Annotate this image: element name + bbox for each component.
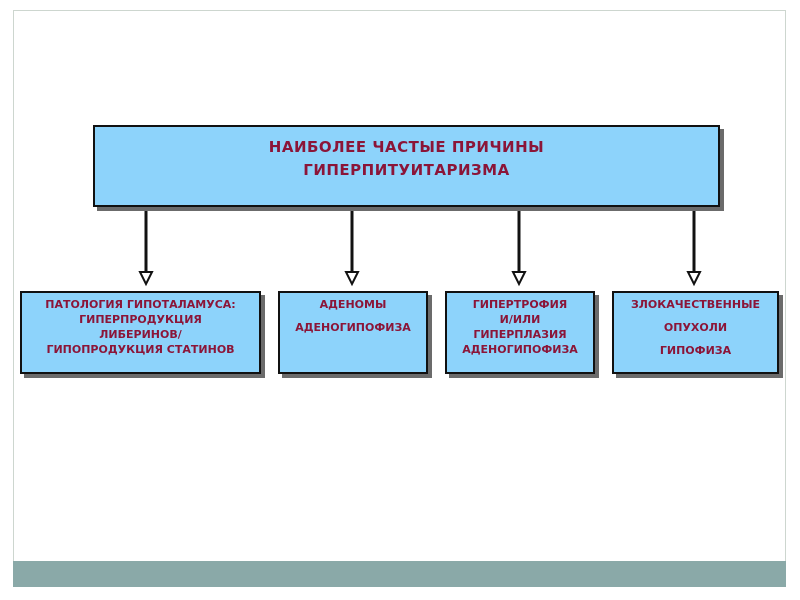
cause-text-line: АДЕНОГИПОФИЗА bbox=[295, 321, 411, 334]
cause-text-line: ОПУХОЛИ bbox=[663, 321, 728, 334]
cause-text-line: ГИПОПРОДУКЦИЯ СТАТИНОВ bbox=[46, 343, 235, 356]
cause-text-line: ЗЛОКАЧЕСТВЕННЫЕ bbox=[630, 298, 760, 311]
cause-text-line: ГИПЕРТРОФИЯ bbox=[472, 298, 568, 311]
cause-box-hypothalamus: ПАТОЛОГИЯ ГИПОТАЛАМУСА: ГИПЕРПРОДУКЦИЯ Л… bbox=[20, 291, 261, 374]
cause-text-line: ГИПОФИЗА bbox=[659, 344, 732, 357]
cause-box-adenoma: АДЕНОМЫ АДЕНОГИПОФИЗА bbox=[278, 291, 428, 374]
title-line-2: ГИПЕРПИТУИТАРИЗМА bbox=[303, 161, 510, 179]
footer-band bbox=[13, 561, 786, 587]
line-spacer bbox=[280, 312, 426, 320]
cause-text-line: ЛИБЕРИНОВ/ bbox=[99, 328, 182, 341]
title-box: НАИБОЛЕЕ ЧАСТЫЕ ПРИЧИНЫ ГИПЕРПИТУИТАРИЗМ… bbox=[93, 125, 720, 207]
cause-text-line: АДЕНОГИПОФИЗА bbox=[462, 343, 578, 356]
title-line-1: НАИБОЛЕЕ ЧАСТЫЕ ПРИЧИНЫ bbox=[268, 138, 545, 156]
cause-box-hypertrophy: ГИПЕРТРОФИЯ И/ИЛИ ГИПЕРПЛАЗИЯ АДЕНОГИПОФ… bbox=[445, 291, 595, 374]
cause-text-line: ГИПЕРПЛАЗИЯ bbox=[473, 328, 567, 341]
line-spacer bbox=[614, 335, 777, 343]
line-spacer bbox=[614, 312, 777, 320]
cause-box-malignant-tumors: ЗЛОКАЧЕСТВЕННЫЕ ОПУХОЛИ ГИПОФИЗА bbox=[612, 291, 779, 374]
cause-text-line: ГИПЕРПРОДУКЦИЯ bbox=[79, 313, 202, 326]
cause-text-line: ПАТОЛОГИЯ ГИПОТАЛАМУСА: bbox=[45, 298, 236, 311]
cause-text-line: АДЕНОМЫ bbox=[319, 298, 387, 311]
cause-text-line: И/ИЛИ bbox=[499, 313, 541, 326]
